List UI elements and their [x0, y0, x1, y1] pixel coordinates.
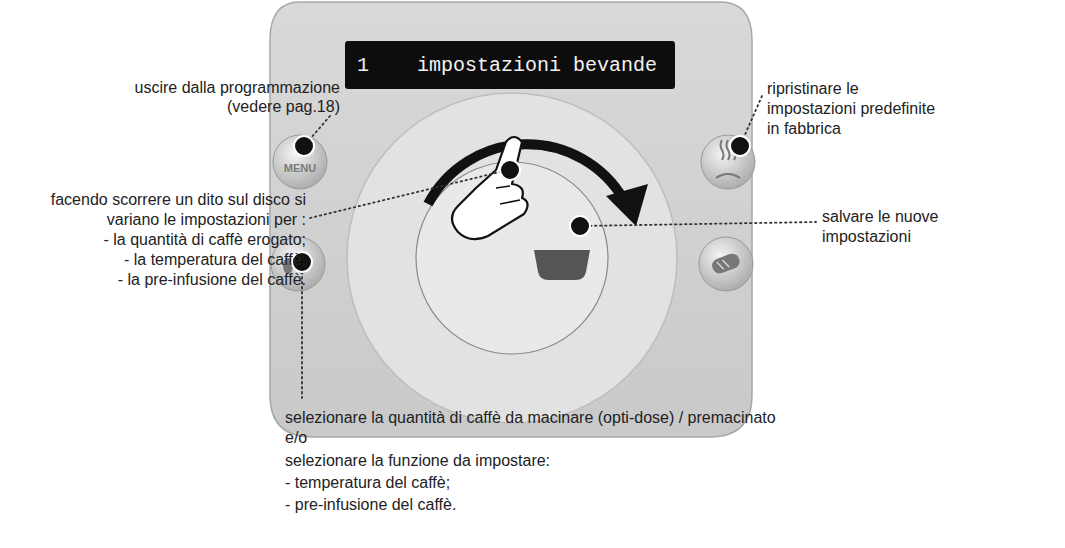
- panel-housing: [270, 2, 752, 437]
- callout-text: selezionare la funzione da impostare:: [285, 451, 550, 470]
- hand-icon: [452, 137, 528, 239]
- callout-text: impostazioni: [822, 227, 911, 246]
- callout-text: salvare le nuove: [822, 207, 939, 226]
- callout-text: - la pre-infusione del caffè.: [118, 270, 306, 289]
- outer-disc: [347, 93, 677, 423]
- callout-text: - la temperatura del caffè;: [124, 250, 306, 269]
- callout-dot: [730, 136, 750, 156]
- node-text: MENU: [284, 162, 316, 174]
- callout-dot: [570, 216, 590, 236]
- hand-fold: [496, 186, 520, 204]
- callout-text: e/o: [285, 428, 307, 447]
- display-screen: 1 impostazioni bevande: [345, 41, 675, 89]
- callout-dot: [294, 136, 314, 156]
- cup-icon: [534, 250, 590, 280]
- callout-text: - pre-infusione del caffè.: [285, 495, 456, 514]
- node-text: impostazioni bevande: [417, 54, 657, 77]
- callout-text: variano le impostazioni per :: [107, 210, 306, 229]
- callout-text: - temperatura del caffè;: [285, 473, 450, 492]
- callout-text: - la quantità di caffè erogato;: [103, 230, 306, 249]
- rinse-icon: [710, 252, 741, 276]
- callout-text: uscire dalla programmazione: [135, 78, 340, 97]
- steam-button: [701, 135, 755, 189]
- rinse-button: [699, 237, 753, 291]
- callout-text: impostazioni predefinite: [767, 99, 935, 118]
- callout-text: selezionare la quantità di caffè da maci…: [285, 408, 776, 427]
- callout-text: (vedere pag.18): [227, 97, 340, 116]
- rotation-arrow: [428, 144, 624, 204]
- callout-text: in fabbrica: [767, 119, 841, 138]
- menu-button: [273, 135, 327, 189]
- callout-text: facendo scorrere un dito sul disco si: [51, 190, 306, 209]
- menu-button-label: MENU: [273, 135, 327, 189]
- callout-text: ripristinare le: [767, 79, 859, 98]
- node-text: 1: [357, 54, 369, 77]
- leader-line: [310, 170, 508, 218]
- leader-line: [580, 222, 816, 226]
- arrow-head: [606, 184, 648, 226]
- callout-dot: [500, 160, 520, 180]
